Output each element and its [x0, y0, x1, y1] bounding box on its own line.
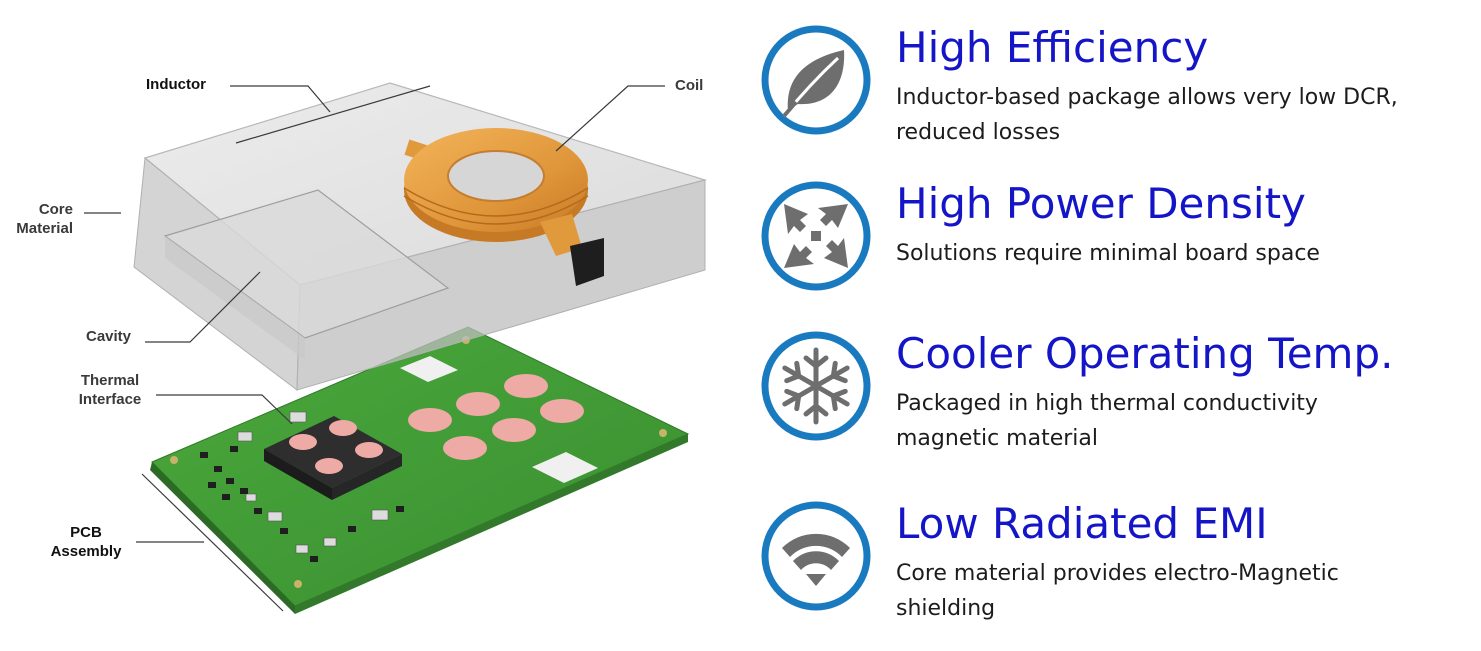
thermal-pad [456, 392, 500, 416]
ic-chip [264, 416, 402, 488]
feature-badge [761, 181, 871, 291]
thermal-pad [540, 399, 584, 423]
exploded-package-diagram: Inductor Coil Core Material Cavity Therm… [0, 0, 740, 647]
snowflake-icon [780, 347, 852, 422]
package-illustration [84, 82, 708, 614]
feature-description: Core material provides electro-Magnetic … [896, 561, 1339, 621]
coil [403, 128, 604, 286]
feature-title: Low Radiated EMI [896, 499, 1268, 548]
feature-badge [761, 25, 871, 135]
thermal-pad [492, 418, 536, 442]
label-coil: Coil [675, 77, 704, 94]
feature-badge [761, 501, 871, 611]
feature-badge [761, 331, 871, 441]
thermal-pad [443, 436, 487, 460]
feature-title: High Efficiency [896, 23, 1209, 72]
feature-title: Cooler Operating Temp. [896, 329, 1394, 378]
label-thermal-interface: Thermal Interface [78, 372, 142, 408]
label-core-material: Core Material [16, 201, 73, 237]
leader-lines [84, 85, 665, 612]
label-pcb-assembly: PCB Assembly [50, 524, 122, 560]
cavity [163, 189, 450, 339]
feature-description: Inductor-based package allows very low D… [896, 85, 1398, 145]
feature-cooler-operating-temp: Cooler Operating Temp. Packaged in high … [760, 330, 1480, 460]
feature-description: Solutions require minimal board space [896, 241, 1320, 266]
wifi-icon [782, 533, 850, 586]
feature-description: Packaged in high thermal conductivity ma… [896, 391, 1318, 451]
thermal-pad [504, 374, 548, 398]
feature-high-power-density: High Power Density Solutions require min… [760, 180, 1480, 300]
label-inductor: Inductor [146, 76, 206, 93]
feature-high-efficiency: High Efficiency Inductor-based package a… [760, 23, 1480, 145]
leaf-icon [782, 50, 845, 118]
feature-title: High Power Density [896, 179, 1306, 228]
thermal-pad [408, 408, 452, 432]
inductor-core-block [133, 82, 708, 391]
compress-arrows-icon [784, 204, 848, 268]
feature-low-radiated-emi: Low Radiated EMI Core material provides … [760, 500, 1480, 630]
label-cavity: Cavity [86, 328, 132, 345]
pcb-board [150, 326, 690, 614]
